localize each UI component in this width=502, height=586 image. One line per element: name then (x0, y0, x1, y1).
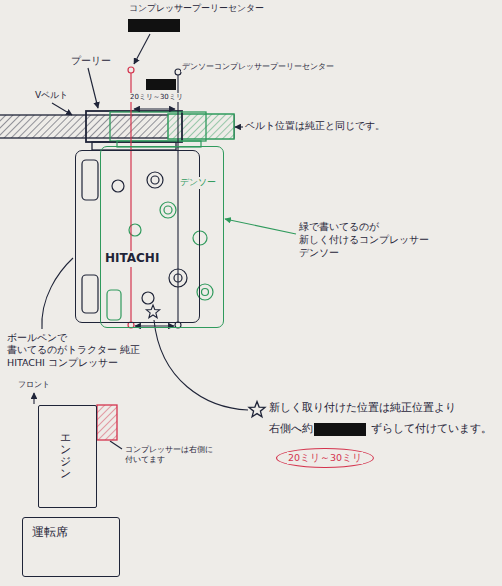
label-holder: デンソーコンプレッサープーリーセンター (181, 62, 335, 72)
label-holder: コンプレッサーは右側に 付いてます (124, 445, 219, 466)
leader-lines (34, 34, 296, 449)
note: 右側へ約 (268, 422, 314, 436)
dimension-label: 20ミリ～30ミリ (129, 93, 184, 102)
engine-box: エンジン (38, 405, 97, 508)
node-text: デンソー (179, 177, 217, 189)
label-holder: 緑で書いてるのが 新しく付けるコンプレッサー デンソー (298, 220, 438, 259)
node-text: 20ミリ～30ミリ (287, 452, 363, 464)
label-holder: コンプレッサープーリーセンター (128, 3, 265, 15)
v-belt (0, 114, 234, 139)
seat-box: 運転席 (22, 517, 120, 577)
housing-detail (82, 160, 187, 313)
label-holder: 20ミリ～30ミリ (129, 93, 184, 102)
label-holder: ベルト位置は純正と同じです。 (244, 119, 386, 132)
note: ボールペンで 書いてるのがトラクター 純正 HITACHI コンプレッサー (6, 332, 146, 369)
center-label: コンプレッサープーリーセンター (128, 3, 265, 15)
node-text: 運転席 (31, 525, 69, 541)
node-text: HITACHI (104, 251, 160, 267)
label-holder: プーリー (70, 54, 112, 67)
label-holder: ずらして付けています。 (370, 422, 493, 436)
part-name: Vベルト (34, 90, 69, 102)
compressor-housing: デンソー (100, 146, 224, 328)
pulley (86, 111, 206, 150)
direction-label: フロント (17, 380, 51, 390)
note: ベルト位置は純正と同じです。 (244, 119, 386, 132)
label-holder: ボールペンで 書いてるのがトラクター 純正 HITACHI コンプレッサー (6, 332, 146, 369)
label-holder: 右側へ約 (268, 422, 314, 436)
note: 緑で書いてるのが 新しく付けるコンプレッサー デンソー (298, 220, 438, 259)
part-name: プーリー (70, 54, 112, 67)
label-holder: 新しく取り付けた位置は純正位置より (268, 401, 457, 415)
pulley-center-lines (128, 67, 181, 328)
note: コンプレッサーは右側に 付いてます (124, 445, 219, 466)
center-label: デンソーコンプレッサープーリーセンター (181, 62, 335, 72)
label-holder: Vベルト (34, 90, 69, 102)
compressor-mark (97, 405, 117, 440)
note: 新しく取り付けた位置は純正位置より (268, 401, 457, 415)
note: ずらして付けています。 (370, 422, 493, 436)
dimension-oval: 20ミリ～30ミリ (276, 448, 374, 468)
node-text: エンジン (59, 432, 72, 480)
label-holder: フロント (17, 380, 51, 390)
star-mark (146, 305, 265, 417)
compressor-housing: HITACHI (75, 150, 200, 323)
